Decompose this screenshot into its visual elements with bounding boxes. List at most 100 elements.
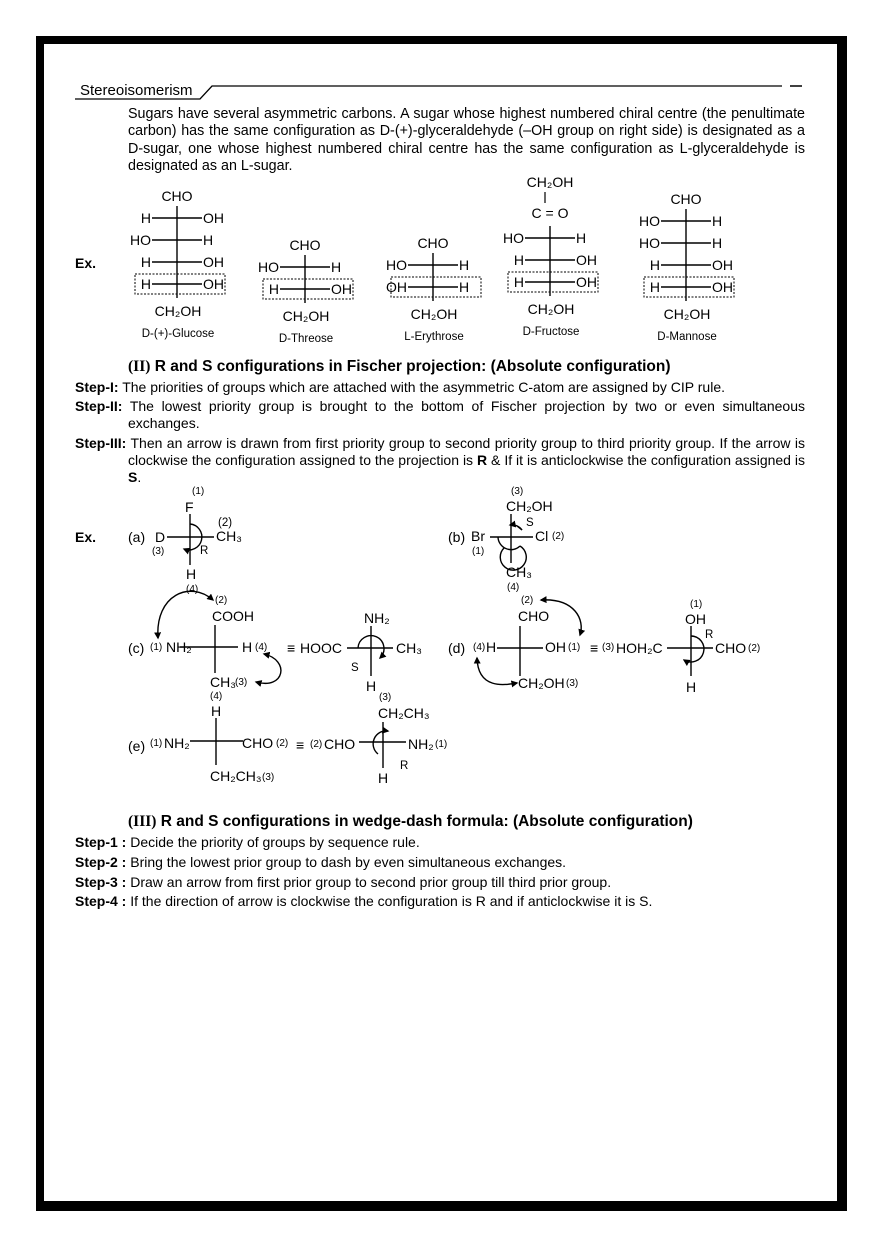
top-group: CHO bbox=[417, 235, 448, 251]
example-a: (a) (1) F D (3) CH₃ (2) R H (4) bbox=[128, 486, 242, 595]
group: H bbox=[186, 566, 196, 582]
group: COOH bbox=[212, 608, 254, 624]
sugar-name: D-Threose bbox=[279, 333, 333, 345]
penultimate-carbon-box bbox=[134, 273, 226, 295]
section-2-steps: Step-I: The priorities of groups which a… bbox=[75, 379, 805, 488]
left-group: H bbox=[650, 257, 660, 273]
sugar-name: D-(+)-Glucose bbox=[142, 328, 215, 340]
priority: (3) bbox=[152, 546, 164, 557]
priority: (2) bbox=[521, 595, 533, 606]
group: NH₂ bbox=[408, 736, 434, 752]
right-group: OH bbox=[331, 281, 352, 297]
example-label: Ex. bbox=[75, 255, 96, 271]
priority: (3) bbox=[511, 486, 523, 497]
group: Br bbox=[471, 528, 485, 544]
group: H bbox=[242, 639, 252, 655]
priority: (3) bbox=[379, 692, 391, 703]
section-2-title: R and S configurations in Fischer projec… bbox=[154, 358, 671, 375]
step-text: Then an arrow is drawn from first priori… bbox=[128, 434, 805, 468]
section-2-heading: (II) R and S configurations in Fischer p… bbox=[128, 358, 671, 376]
step-text: Decide the priority of groups by sequenc… bbox=[130, 834, 420, 850]
example-tag: (a) bbox=[128, 529, 145, 545]
group: H bbox=[378, 770, 388, 786]
step-text: The lowest priority group is brought to … bbox=[128, 398, 806, 432]
priority: (1) bbox=[568, 642, 580, 653]
left-group: H bbox=[514, 252, 524, 268]
example-c: (c) (2) COOH (1) NH₂ H (4) CH₃ (3) ≡ HOO… bbox=[128, 595, 422, 702]
step-text: The priorities of groups which are attac… bbox=[122, 379, 725, 395]
left-group: HO bbox=[639, 235, 660, 251]
group: CH₃ bbox=[216, 528, 242, 544]
group: H bbox=[486, 639, 496, 655]
left-group: HO bbox=[639, 213, 660, 229]
step-3: Step-III: Then an arrow is drawn from fi… bbox=[75, 435, 805, 487]
step-label: Step-I: bbox=[75, 379, 119, 395]
step-text: If the direction of arrow is clockwise t… bbox=[130, 893, 653, 910]
step-1: Step-1 : Decide the priority of groups b… bbox=[75, 833, 652, 853]
left-group: H bbox=[141, 276, 151, 292]
top-group: C = O bbox=[532, 205, 569, 221]
bottom-group: CH₂OH bbox=[283, 308, 330, 324]
group: CH₂OH bbox=[506, 498, 553, 514]
priority: (2) bbox=[552, 531, 564, 542]
group: H bbox=[686, 679, 696, 695]
example-tag: (b) bbox=[448, 529, 465, 545]
right-group: H bbox=[331, 259, 341, 275]
group: OH bbox=[685, 611, 706, 627]
config-label: R bbox=[200, 545, 208, 557]
config-s: S bbox=[128, 469, 138, 486]
priority: (4) bbox=[473, 642, 485, 653]
left-group: HO bbox=[386, 257, 407, 273]
group: CHO bbox=[242, 735, 273, 751]
config-label: R bbox=[705, 629, 713, 641]
step-1: Step-I: The priorities of groups which a… bbox=[75, 379, 805, 396]
left-group: HO bbox=[130, 232, 151, 248]
top-group: CH₂OH bbox=[527, 174, 574, 190]
equivalence-sign: ≡ bbox=[590, 640, 598, 656]
group: HOH₂C bbox=[616, 640, 663, 656]
priority: (1) bbox=[192, 486, 204, 497]
left-group: H bbox=[269, 281, 279, 297]
left-group: H bbox=[141, 254, 151, 270]
example-lines bbox=[154, 514, 713, 768]
left-group: OH bbox=[386, 279, 407, 295]
priority: (1) bbox=[690, 599, 702, 610]
right-group: OH bbox=[203, 254, 224, 270]
example-tag: (e) bbox=[128, 738, 145, 754]
example-label: Ex. bbox=[75, 529, 96, 545]
config-label: S bbox=[351, 662, 359, 674]
page-border bbox=[36, 36, 847, 1211]
step-text: . bbox=[137, 469, 142, 486]
right-group: OH bbox=[203, 210, 224, 226]
rotation-arrow bbox=[182, 523, 203, 555]
priority: (2) bbox=[748, 643, 760, 654]
group: NH₂ bbox=[364, 610, 390, 626]
left-group: H bbox=[650, 279, 660, 295]
step-2: Step-2 : Bring the lowest prior group to… bbox=[75, 853, 652, 873]
priority: (3) bbox=[602, 642, 614, 653]
priority: (1) bbox=[150, 642, 162, 653]
right-group: OH bbox=[576, 252, 597, 268]
section-3-title: R and S configurations in wedge-dash for… bbox=[160, 813, 693, 830]
left-group: HO bbox=[503, 230, 524, 246]
group: CH₃ bbox=[210, 674, 236, 690]
priority: (2) bbox=[218, 517, 232, 529]
left-group: HO bbox=[258, 259, 279, 275]
top-group: CHO bbox=[161, 188, 192, 204]
sugar-name: D-Mannose bbox=[657, 331, 716, 343]
group: CHO bbox=[715, 640, 746, 656]
group: CHO bbox=[518, 608, 549, 624]
example-tag: (d) bbox=[448, 640, 465, 656]
priority: (2) bbox=[215, 595, 227, 606]
intro-paragraph: Sugars have several asymmetric carbons. … bbox=[128, 106, 805, 175]
group: NH₂ bbox=[166, 639, 192, 655]
priority: (1) bbox=[435, 739, 447, 750]
step-label: Step-1 : bbox=[75, 834, 127, 850]
group: CH₂OH bbox=[518, 675, 565, 691]
step-text: Bring the lowest prior group to dash by … bbox=[130, 853, 567, 870]
section-3-number: (III) bbox=[128, 813, 157, 830]
top-group: CHO bbox=[289, 237, 320, 253]
